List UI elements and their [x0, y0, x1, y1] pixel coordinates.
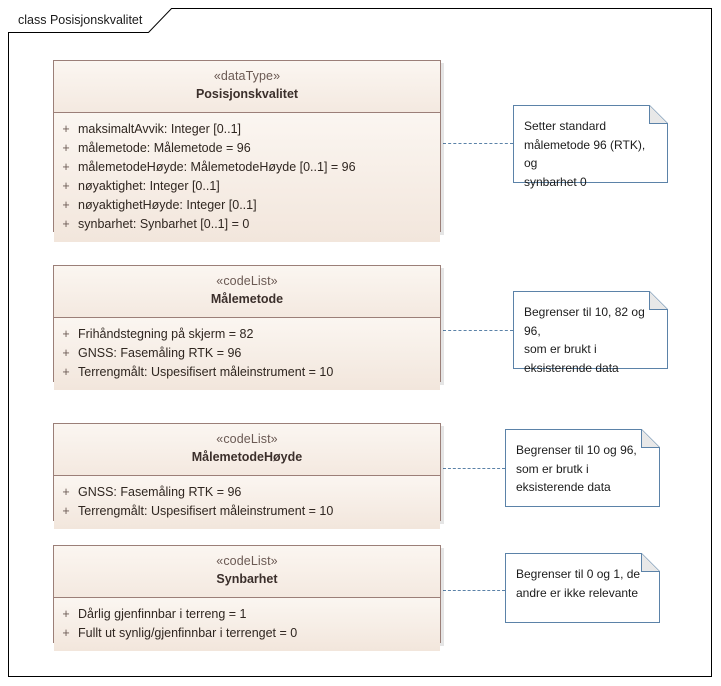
attribute-visibility: + — [62, 216, 70, 231]
connector-posisjonskvalitet-note — [443, 143, 513, 144]
uml-class-attributes: + Frihåndstegning på skjerm = 82 + GNSS:… — [54, 317, 440, 390]
diagram-frame-tab-slant — [148, 8, 173, 33]
attribute-row: + maksimaltAvvik: Integer [0..1] — [54, 120, 440, 139]
diagram-frame-tab: class Posisjonskvalitet — [8, 8, 173, 33]
uml-class-malemetode[interactable]: «codeList» Målemetode + Frihåndstegning … — [53, 265, 441, 390]
note-shape — [505, 429, 660, 507]
attribute-visibility: + — [62, 606, 70, 621]
note-shape — [513, 105, 668, 183]
attribute-visibility: + — [62, 197, 70, 212]
uml-class-posisjonskvalitet[interactable]: «dataType» Posisjonskvalitet + maksimalt… — [53, 60, 441, 242]
note-text: Begrenser til 10 og 96, som er brutk i e… — [516, 443, 637, 494]
attribute-text: Terrengmålt: Uspesifisert måleinstrument… — [78, 364, 334, 379]
connector-malemetodehoyde-note — [443, 468, 505, 469]
note-shape — [505, 553, 660, 623]
attribute-visibility: + — [62, 326, 70, 341]
note-posisjonskvalitet[interactable]: Setter standard målemetode 96 (RTK), og … — [513, 105, 668, 189]
attribute-row: + GNSS: Fasemåling RTK = 96 — [54, 483, 440, 502]
attribute-row: + synbarhet: Synbarhet [0..1] = 0 — [54, 215, 440, 234]
attribute-row: + nøyaktighetHøyde: Integer [0..1] — [54, 196, 440, 215]
uml-class-header: «codeList» MålemetodeHøyde — [54, 424, 440, 476]
note-shape — [513, 291, 668, 369]
uml-class-stereotype: «codeList» — [216, 432, 278, 446]
uml-class-header: «codeList» Målemetode — [54, 266, 440, 318]
uml-class-synbarhet[interactable]: «codeList» Synbarhet + Dårlig gjenfinnba… — [53, 545, 441, 651]
connector-malemetode-note — [443, 330, 513, 331]
attribute-visibility: + — [62, 159, 70, 174]
attribute-visibility: + — [62, 121, 70, 136]
uml-class-name: MålemetodeHøyde — [191, 449, 303, 464]
attribute-row: + Frihåndstegning på skjerm = 82 — [54, 325, 440, 344]
note-text: Setter standard målemetode 96 (RTK), og … — [524, 119, 646, 189]
note-text: Begrenser til 0 og 1, de andre er ikke r… — [516, 567, 641, 600]
attribute-visibility: + — [62, 140, 70, 155]
attribute-text: målemetodeHøyde: MålemetodeHøyde [0..1] … — [78, 159, 356, 174]
uml-class-name: Posisjonskvalitet — [195, 86, 299, 101]
attribute-text: nøyaktighetHøyde: Integer [0..1] — [78, 197, 257, 212]
attribute-text: Frihåndstegning på skjerm = 82 — [78, 326, 254, 341]
attribute-row: + GNSS: Fasemåling RTK = 96 — [54, 344, 440, 363]
attribute-row: + målemetode: Målemetode = 96 — [54, 139, 440, 158]
attribute-row: + Dårlig gjenfinnbar i terreng = 1 — [54, 605, 440, 624]
uml-class-header: «dataType» Posisjonskvalitet — [54, 61, 440, 113]
uml-class-attributes: + Dårlig gjenfinnbar i terreng = 1 + Ful… — [54, 597, 440, 651]
connector-synbarhet-note — [443, 590, 505, 591]
note-synbarhet[interactable]: Begrenser til 0 og 1, de andre er ikke r… — [505, 553, 660, 623]
attribute-visibility: + — [62, 364, 70, 379]
attribute-text: nøyaktighet: Integer [0..1] — [78, 178, 220, 193]
attribute-row: + Fullt ut synlig/gjenfinnbar i terrenge… — [54, 624, 440, 643]
diagram-title: class Posisjonskvalitet — [18, 12, 143, 27]
uml-class-stereotype: «dataType» — [213, 69, 281, 83]
attribute-text: GNSS: Fasemåling RTK = 96 — [78, 345, 242, 360]
attribute-row: + Terrengmålt: Uspesifisert måleinstrume… — [54, 502, 440, 521]
note-text: Begrenser til 10, 82 og 96, som er brukt… — [524, 305, 645, 375]
uml-class-stereotype: «codeList» — [216, 274, 278, 288]
diagram-frame — [8, 8, 712, 677]
attribute-text: synbarhet: Synbarhet [0..1] = 0 — [78, 216, 250, 231]
uml-class-stereotype: «codeList» — [216, 554, 278, 568]
uml-class-name: Målemetode — [210, 291, 284, 306]
attribute-row: + målemetodeHøyde: MålemetodeHøyde [0..1… — [54, 158, 440, 177]
attribute-visibility: + — [62, 503, 70, 518]
note-malemetodehoyde[interactable]: Begrenser til 10 og 96, som er brutk i e… — [505, 429, 660, 507]
attribute-text: Dårlig gjenfinnbar i terreng = 1 — [78, 606, 247, 621]
uml-class-header: «codeList» Synbarhet — [54, 546, 440, 598]
attribute-text: maksimaltAvvik: Integer [0..1] — [78, 121, 242, 136]
attribute-visibility: + — [62, 178, 70, 193]
attribute-text: Terrengmålt: Uspesifisert måleinstrument… — [78, 503, 334, 518]
attribute-row: + nøyaktighet: Integer [0..1] — [54, 177, 440, 196]
attribute-visibility: + — [62, 484, 70, 499]
diagram-frame-tab-body: class Posisjonskvalitet — [8, 8, 149, 33]
attribute-text: GNSS: Fasemåling RTK = 96 — [78, 484, 242, 499]
uml-class-attributes: + maksimaltAvvik: Integer [0..1] + målem… — [54, 112, 440, 242]
note-malemetode[interactable]: Begrenser til 10, 82 og 96, som er brukt… — [513, 291, 668, 375]
attribute-visibility: + — [62, 345, 70, 360]
uml-class-malemetodehoyde[interactable]: «codeList» MålemetodeHøyde + GNSS: Fasem… — [53, 423, 441, 529]
uml-class-attributes: + GNSS: Fasemåling RTK = 96 + Terrengmål… — [54, 475, 440, 529]
attribute-text: målemetode: Målemetode = 96 — [78, 140, 251, 155]
uml-class-name: Synbarhet — [216, 571, 278, 586]
attribute-row: + Terrengmålt: Uspesifisert måleinstrume… — [54, 363, 440, 382]
attribute-text: Fullt ut synlig/gjenfinnbar i terrenget … — [78, 625, 298, 640]
attribute-visibility: + — [62, 625, 70, 640]
